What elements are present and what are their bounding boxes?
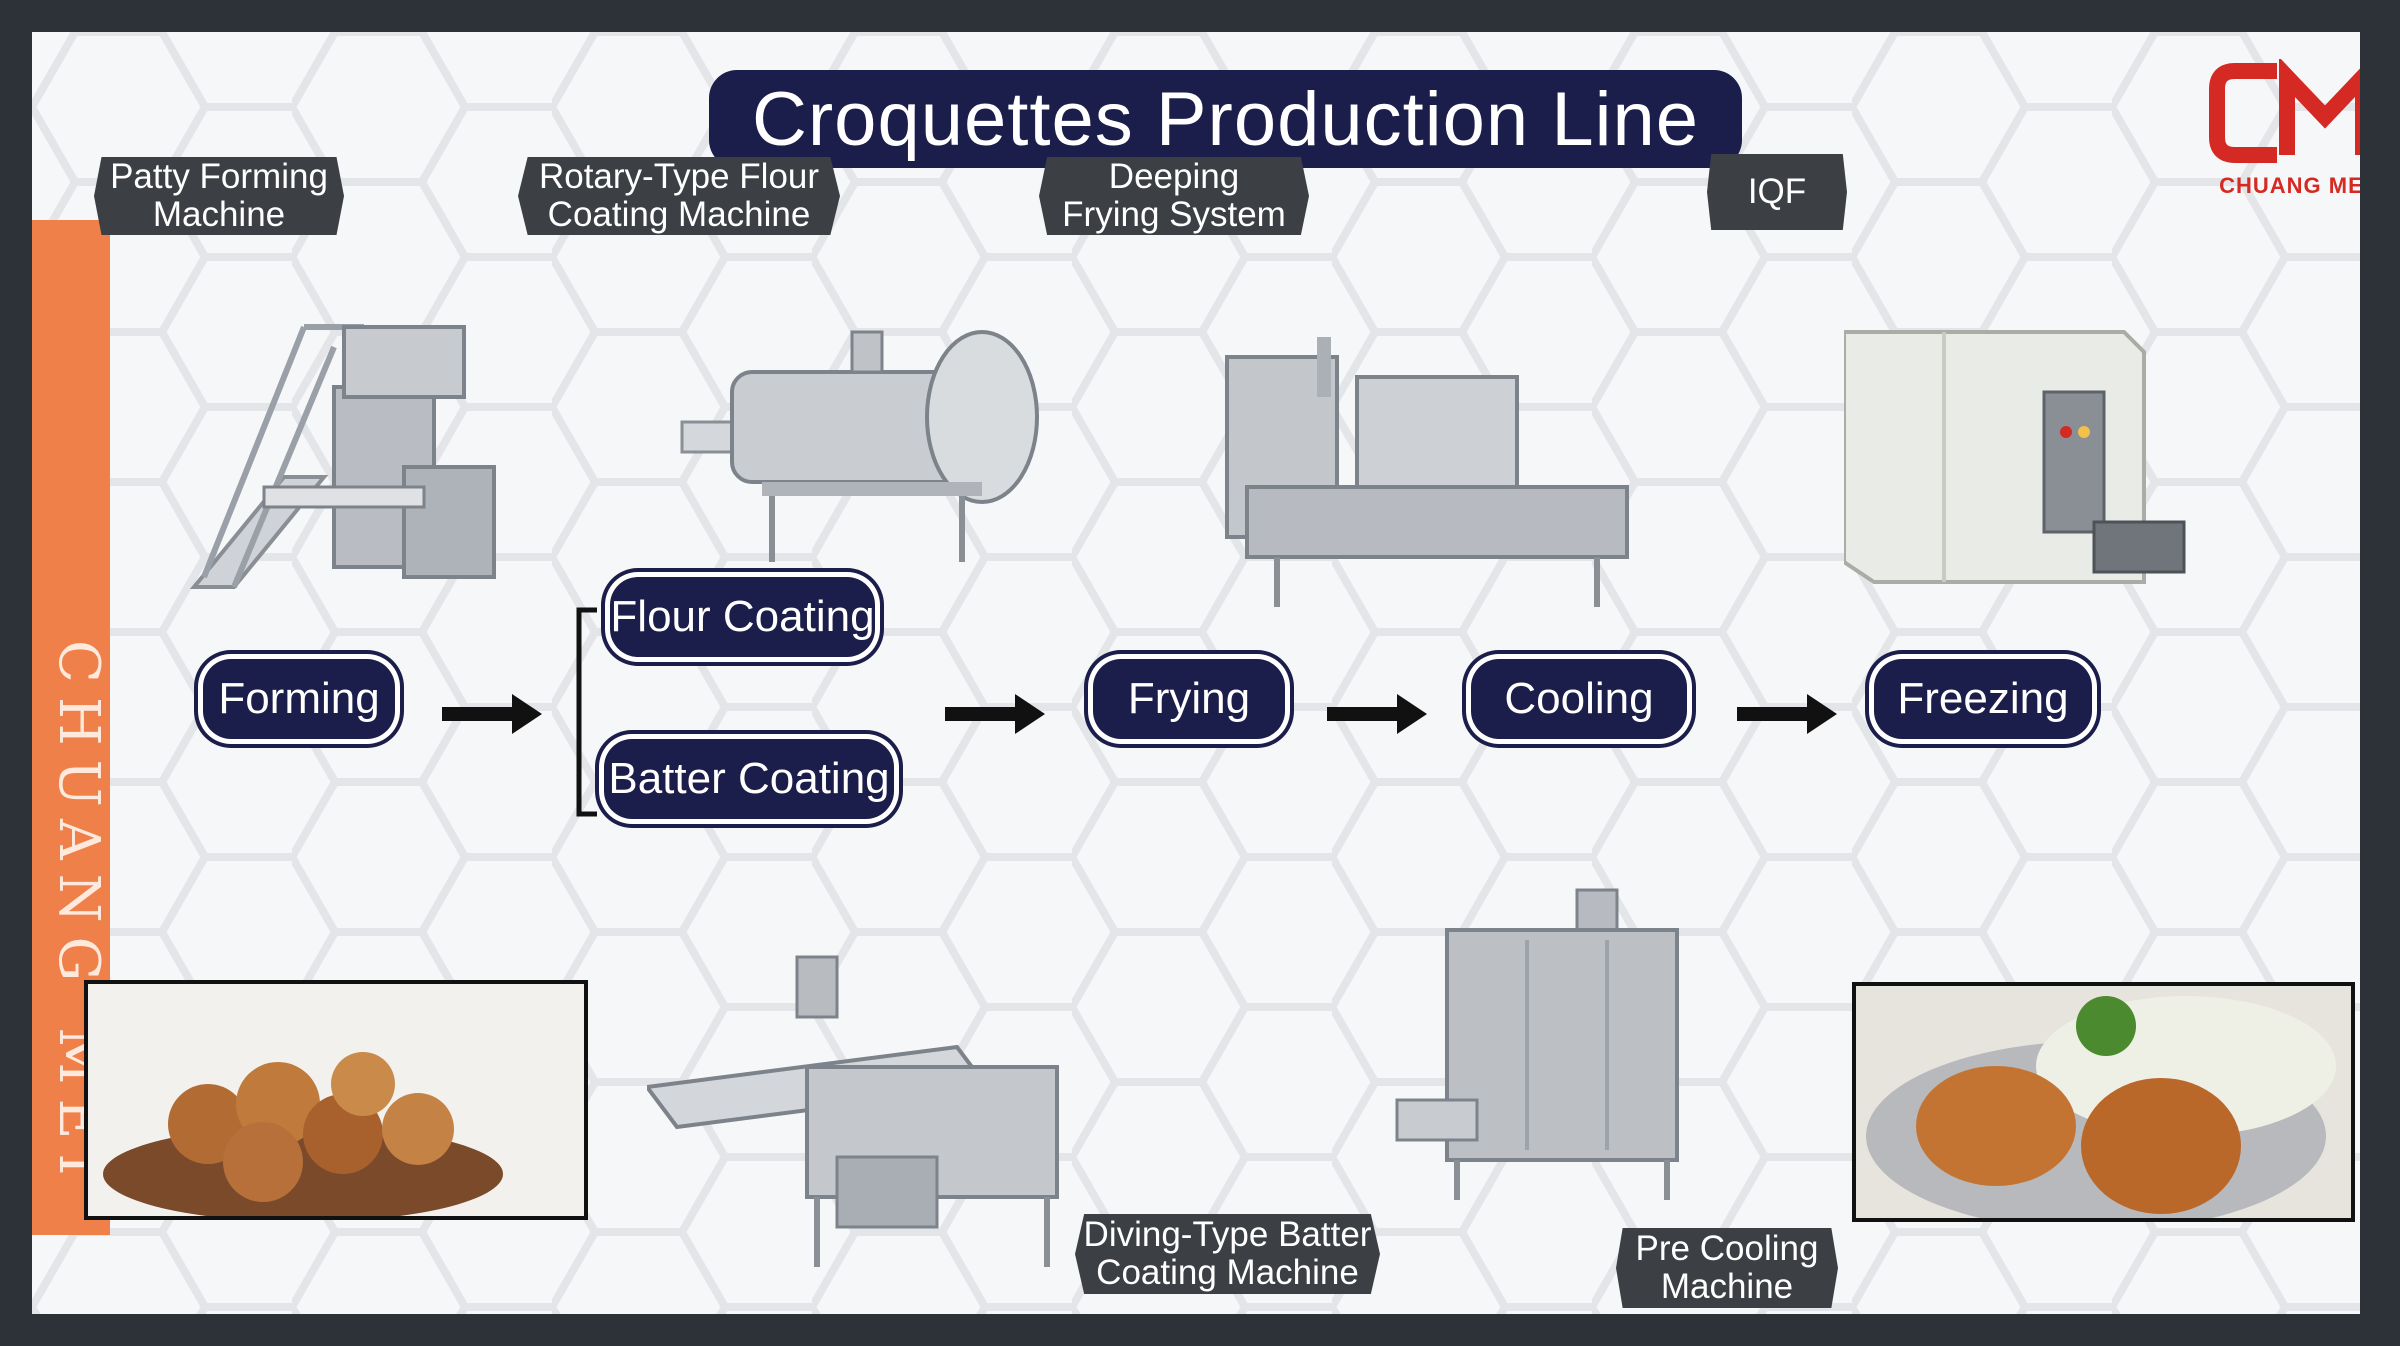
machine-label-line: Frying System (1062, 195, 1286, 234)
machine-label-line: Machine (152, 195, 286, 234)
diving-batter-coating-machine-image (647, 955, 1059, 1267)
logo-text: CHUANG MEI (2219, 173, 2360, 198)
machine-label-line: Coating Machine (547, 195, 811, 234)
machine-label-line: Diving-Type Batter (1083, 1215, 1372, 1254)
step-flour-coating: Flour Coating (610, 577, 875, 657)
bracket-connector (576, 607, 597, 817)
plate-photo-art (1866, 996, 2336, 1218)
machine-label-line: Deeping (1108, 157, 1240, 196)
chuang-mei-logo-icon (2209, 59, 2360, 163)
machine-label-iqf: IQF (1707, 154, 1847, 230)
croquettes-on-board-photo (84, 980, 588, 1220)
step-cooling: Cooling (1471, 659, 1687, 739)
step-freezing: Freezing (1874, 659, 2092, 739)
deep-frying-system-image (1225, 337, 1629, 607)
croquettes-plate-photo (1852, 982, 2355, 1222)
machine-label-rotary-flour-coating: Rotary-Type Flour Coating Machine (518, 157, 840, 235)
rotary-flour-coating-machine-image (680, 330, 1039, 562)
machine-label-diving-batter-coating: Diving-Type Batter Coating Machine (1075, 1214, 1380, 1294)
croquettes-photo-art (103, 1052, 503, 1216)
pre-cooling-machine-image (1395, 888, 1679, 1200)
machine-label-line: Pre Cooling (1635, 1229, 1819, 1268)
step-frying: Frying (1093, 659, 1285, 739)
patty-forming-machine-image (189, 324, 496, 589)
slide-panel: CHUANG MEI Croquettes Production Line CH… (32, 32, 2360, 1314)
arrow-right-icon (945, 694, 1045, 734)
step-batter-coating: Batter Coating (604, 739, 894, 819)
iqf-freezer-image (1844, 330, 2186, 584)
machine-label-patty-forming: Patty Forming Machine (94, 157, 344, 235)
arrow-right-icon (1737, 694, 1837, 734)
arrow-right-icon (1327, 694, 1427, 734)
machine-label-pre-cooling: Pre Cooling Machine (1616, 1228, 1838, 1308)
arrow-right-icon (442, 694, 542, 734)
machine-label-line: Rotary-Type Flour (538, 157, 820, 196)
step-forming: Forming (203, 659, 395, 739)
machine-label-line: Patty Forming (110, 157, 328, 196)
machine-label-deep-frying-system: Deeping Frying System (1039, 157, 1309, 235)
machine-label-line: Coating Machine (1096, 1253, 1359, 1292)
machine-label-line: IQF (1747, 172, 1807, 211)
machine-label-line: Machine (1660, 1267, 1794, 1306)
page-title: Croquettes Production Line (709, 70, 1742, 168)
